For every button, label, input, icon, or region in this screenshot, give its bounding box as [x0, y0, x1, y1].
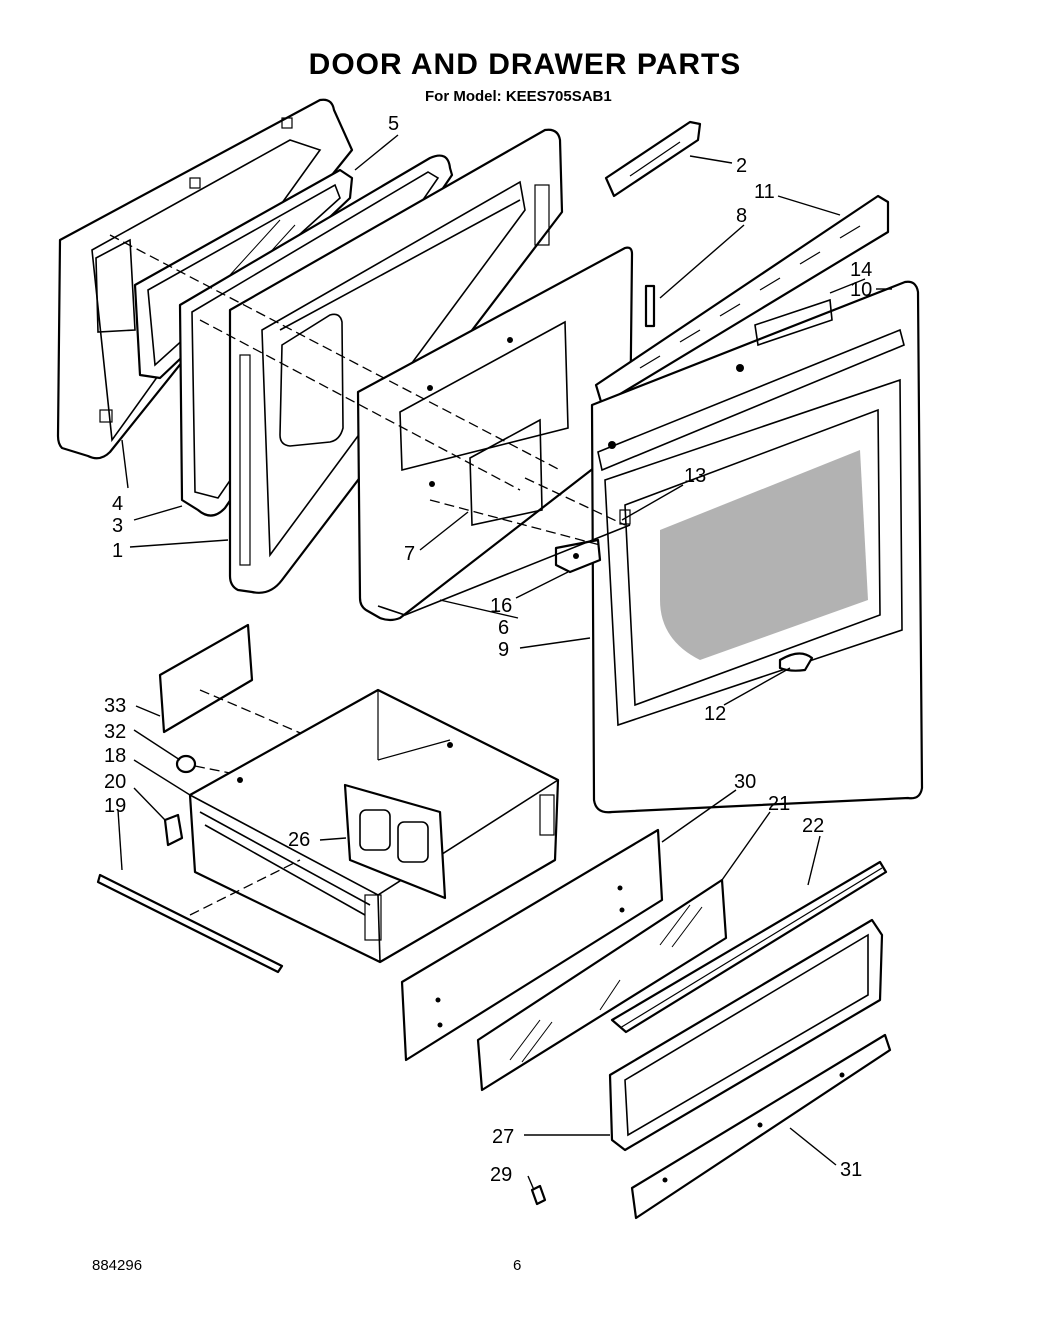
- callout-labels: 5 2 11 8 14 10 4 3 1 7 13 16 6 9 12 33 3…: [104, 113, 872, 1186]
- part-31-drawer-bottom-trim: [630, 1033, 892, 1220]
- part-29-screw: [530, 1184, 547, 1206]
- document-code: 884296: [92, 1257, 143, 1274]
- part-33-insulation-pad: [158, 623, 306, 736]
- part-20-clip: [163, 813, 184, 847]
- callout-13: 13: [684, 465, 706, 487]
- callout-18: 18: [104, 745, 126, 767]
- callout-5: 5: [388, 113, 399, 135]
- part-8-hinge-pin: [644, 284, 656, 328]
- part-26-drawer-divider: [343, 783, 447, 900]
- callout-2: 2: [736, 155, 747, 177]
- part-21-drawer-glass: [476, 878, 728, 1092]
- page-number: 6: [513, 1257, 522, 1274]
- callout-4: 4: [112, 493, 123, 515]
- callout-14: 14: [850, 259, 872, 281]
- callout-21: 21: [768, 793, 790, 815]
- callout-1: 1: [112, 540, 123, 562]
- callout-3: 3: [112, 515, 123, 537]
- callout-22: 22: [802, 815, 824, 837]
- callout-30: 30: [734, 771, 756, 793]
- callout-32: 32: [104, 721, 126, 743]
- callout-8: 8: [736, 205, 747, 227]
- callout-10: 10: [850, 279, 872, 301]
- part-19-drawer-slide-rail: [96, 859, 301, 974]
- alignment-lines-upper: [109, 234, 626, 546]
- callout-11: 11: [754, 181, 775, 203]
- part-27-drawer-frame: [608, 918, 884, 1152]
- part-2-hinge-bracket: [604, 120, 702, 198]
- callout-12: 12: [704, 703, 726, 725]
- diagram-title: DOOR AND DRAWER PARTS: [308, 48, 742, 81]
- callout-6: 6: [498, 617, 509, 639]
- leader-lines: [117, 134, 892, 1191]
- callout-20: 20: [104, 771, 126, 793]
- callout-31: 31: [840, 1159, 862, 1181]
- callout-27: 27: [492, 1126, 514, 1148]
- part-22-drawer-top-trim: [610, 860, 888, 1034]
- callout-29: 29: [490, 1164, 512, 1186]
- part-1-inner-door-liner: [228, 128, 564, 594]
- model-subtitle: For Model: KEES705SAB1: [425, 88, 612, 105]
- part-7-door-inner-panel: [356, 246, 634, 622]
- callout-19: 19: [104, 795, 126, 817]
- part-6-door-bottom-trim: [377, 524, 631, 616]
- callout-16: 16: [490, 595, 512, 617]
- callout-33: 33: [104, 695, 126, 717]
- callout-26: 26: [288, 829, 310, 851]
- callout-9: 9: [498, 639, 509, 661]
- part-9-outer-door-window: [590, 280, 924, 814]
- callout-7: 7: [404, 543, 415, 565]
- part-30-drawer-front-panel: [400, 828, 664, 1062]
